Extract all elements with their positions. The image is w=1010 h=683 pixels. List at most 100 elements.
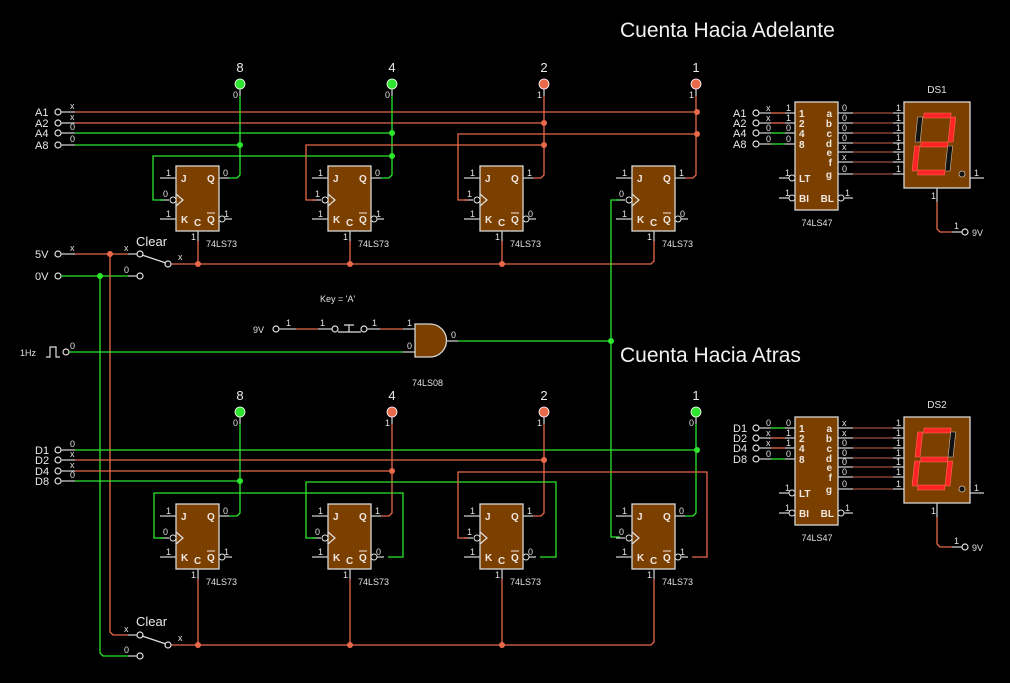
- decoder-input-terminal[interactable]: [752, 434, 760, 442]
- pin-value: x: [842, 152, 847, 162]
- pin-value: 0: [70, 341, 75, 351]
- pin-value: 1: [896, 467, 901, 477]
- input-terminal-d8[interactable]: [54, 477, 62, 485]
- pin-value: x: [70, 112, 75, 122]
- switch-pivot[interactable]: [164, 260, 172, 268]
- pushbutton-key-a[interactable]: [338, 324, 361, 333]
- input-terminal-a1[interactable]: [54, 108, 62, 116]
- decoder-part-label: 74LS47: [801, 218, 832, 228]
- display-supply-wire: [936, 202, 952, 233]
- flipflop-body: [175, 503, 220, 570]
- decoder-input-terminal[interactable]: [752, 444, 760, 452]
- logic-probe-led: [386, 78, 398, 90]
- switch-contact[interactable]: [136, 631, 144, 639]
- qbar-label: Q: [207, 215, 215, 226]
- pin-value: 1: [954, 536, 959, 546]
- logic-probe-led: [690, 78, 702, 90]
- clock-invert-bubble: [625, 196, 633, 204]
- decoder-input-terminal[interactable]: [752, 424, 760, 432]
- part-label: 74LS73: [206, 577, 237, 587]
- segment-d: [917, 484, 946, 491]
- input-terminal-d2[interactable]: [54, 456, 62, 464]
- and-gate-74ls08: [414, 323, 448, 358]
- clock-invert-bubble: [169, 534, 177, 542]
- segment-pin-label: f: [829, 158, 833, 169]
- j-label: J: [485, 174, 491, 185]
- input-terminal-a4[interactable]: [54, 129, 62, 137]
- q-label: Q: [663, 512, 671, 523]
- pin-value: 0: [70, 470, 75, 480]
- pushbutton-contact[interactable]: [360, 325, 368, 333]
- bcd-pin-label: 2: [799, 119, 805, 130]
- logic-probe-led: [234, 406, 246, 418]
- part-label: 74LS73: [662, 239, 693, 249]
- decoder-input-terminal[interactable]: [752, 109, 760, 117]
- q-label: Q: [511, 512, 519, 523]
- k-label: K: [181, 215, 189, 226]
- pin-value: 1: [470, 547, 475, 557]
- seven-segment-display: [903, 416, 971, 504]
- clear-switch-lever[interactable]: [141, 635, 167, 645]
- decoder-input-terminal[interactable]: [752, 140, 760, 148]
- pin-value: 1: [318, 547, 323, 557]
- key-label: Key = 'A': [320, 294, 355, 304]
- jk-flipflop-74ls73: [473, 503, 530, 570]
- clock-invert-bubble: [473, 196, 481, 204]
- input-terminal-a8[interactable]: [54, 141, 62, 149]
- jk-flipflop-74ls73: [625, 503, 682, 570]
- pin-value: 1: [896, 152, 901, 162]
- part-label: 74LS73: [510, 577, 541, 587]
- supply-9v-terminal[interactable]: [961, 543, 969, 551]
- pin-value: 0: [842, 467, 847, 477]
- supply-9v-terminal[interactable]: [961, 228, 969, 236]
- clear-switch-lever[interactable]: [141, 254, 167, 264]
- input-terminal-a2[interactable]: [54, 119, 62, 127]
- pin-value: 0: [766, 418, 771, 428]
- decoder-input-terminal[interactable]: [752, 129, 760, 137]
- clear-label: C: [498, 556, 505, 567]
- input-label-d8: D8: [35, 476, 49, 488]
- decoder-body: [794, 101, 839, 211]
- probe-value: 1: [689, 90, 694, 100]
- clock-invert-bubble: [321, 534, 329, 542]
- pin-value: 0: [70, 122, 75, 132]
- decoder-input-terminal[interactable]: [752, 455, 760, 463]
- pin-value: 0: [223, 168, 228, 178]
- k-label: K: [485, 215, 493, 226]
- q-label: Q: [663, 174, 671, 185]
- pin-value: 0: [124, 265, 129, 275]
- supply-9v-terminal[interactable]: [272, 325, 280, 333]
- supply-5v-terminal[interactable]: [54, 250, 62, 258]
- pushbutton-contact[interactable]: [331, 325, 339, 333]
- segment-pin-label: f: [829, 473, 833, 484]
- switch-contact[interactable]: [136, 272, 144, 280]
- decoder-input-label: A8: [733, 139, 746, 151]
- j-label: J: [333, 174, 339, 185]
- segment-pin-label: b: [826, 434, 832, 445]
- pin-value: 1: [315, 189, 320, 199]
- q-label: Q: [511, 174, 519, 185]
- supply-9v-label: 9V: [972, 228, 983, 238]
- pin-value: 0: [842, 133, 847, 143]
- pin-value: 1: [224, 547, 229, 557]
- supply-0v-terminal[interactable]: [54, 272, 62, 280]
- pin-value: 1: [974, 168, 979, 178]
- switch-contact[interactable]: [136, 250, 144, 258]
- switch-contact[interactable]: [136, 652, 144, 660]
- input-terminal-d1[interactable]: [54, 446, 62, 454]
- bl-label: BL: [821, 509, 834, 520]
- clock-source-terminal[interactable]: [62, 348, 70, 356]
- decoder-input-terminal[interactable]: [752, 119, 760, 127]
- switch-pivot[interactable]: [164, 641, 172, 649]
- pin-value: 1: [191, 232, 196, 242]
- probe-label: 4: [388, 388, 395, 403]
- input-terminal-d4[interactable]: [54, 467, 62, 475]
- clock-wire: [153, 492, 404, 558]
- probe-value: 0: [385, 90, 390, 100]
- pin-value: 1: [954, 221, 959, 231]
- clock-triangle-icon: [631, 193, 640, 207]
- pin-value: 1: [786, 428, 791, 438]
- junction-dot: [347, 261, 353, 267]
- pin-value: 1: [896, 418, 901, 428]
- pin-value: 0: [315, 527, 320, 537]
